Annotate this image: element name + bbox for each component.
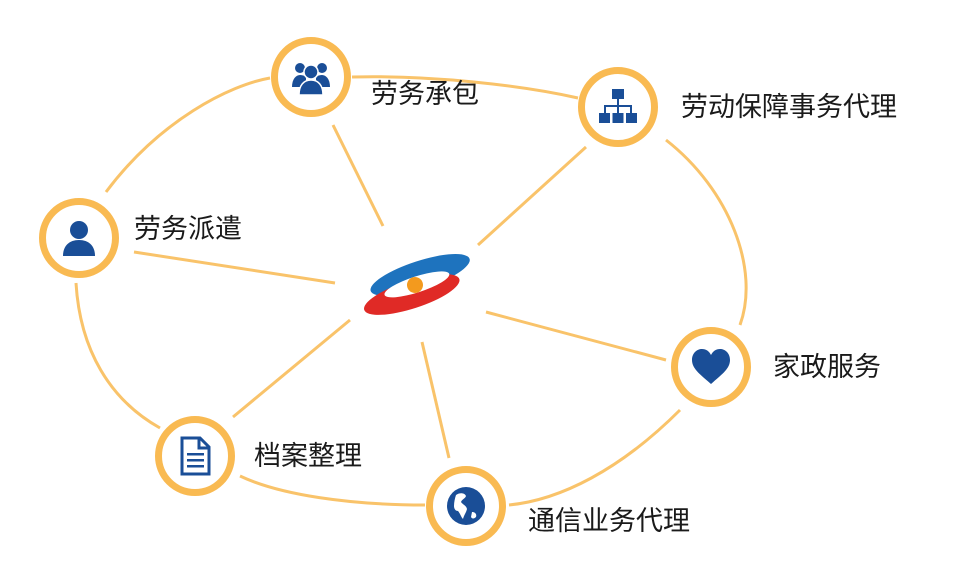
node-labor-security-agency[interactable] [578, 67, 658, 147]
outer-ring [74, 75, 748, 507]
node-archive-management[interactable] [155, 416, 235, 496]
node-housekeeping[interactable] [671, 327, 751, 407]
node-labor-contracting[interactable] [271, 37, 351, 117]
globe-icon [447, 487, 485, 525]
user-icon [63, 221, 95, 256]
spokes [133, 124, 667, 459]
node-label: 家政服务 [773, 352, 881, 383]
document-icon [180, 436, 211, 476]
node-label: 劳务承包 [371, 79, 479, 110]
node-label: 劳务派遣 [134, 214, 242, 245]
users-group-icon [292, 63, 330, 96]
node-label: 劳动保障事务代理 [681, 92, 897, 123]
node-labor-dispatch[interactable] [39, 198, 119, 278]
node-label: 通信业务代理 [528, 506, 690, 537]
org-chart-icon [599, 89, 637, 123]
node-telecom-agency[interactable] [426, 466, 506, 546]
company-logo [364, 254, 470, 315]
node-label: 档案整理 [254, 441, 362, 472]
heart-icon [692, 349, 730, 384]
